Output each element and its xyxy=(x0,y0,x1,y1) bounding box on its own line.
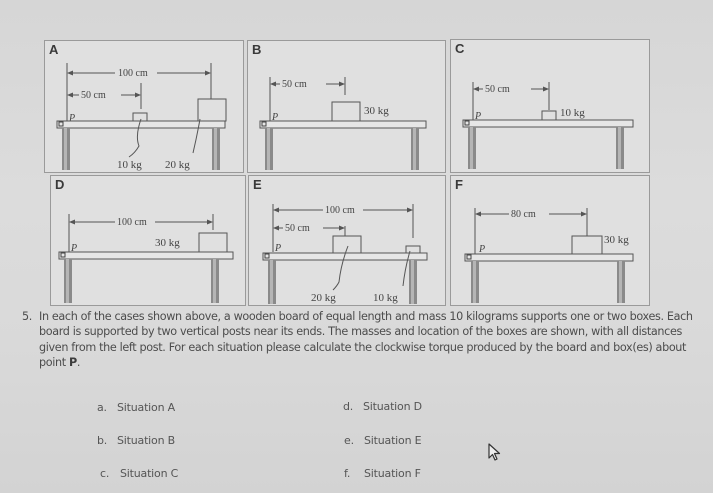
mouse-cursor-icon xyxy=(488,443,501,461)
svg-text:P: P xyxy=(474,111,481,122)
svg-text:50 cm: 50 cm xyxy=(282,79,307,90)
diagram-f: 80 cm 30 kg P xyxy=(464,208,634,303)
panel-situation-a: A 100 cm 50 cm P 10 kg 20 kg xyxy=(44,40,244,173)
panel-situation-b: B 50 cm 30 kg P xyxy=(247,40,446,173)
option-a: a.Situation A xyxy=(97,401,175,414)
panel-label: F xyxy=(455,177,463,192)
diagram-b: 50 cm 30 kg P xyxy=(259,77,427,170)
question-number: 5. xyxy=(22,310,32,323)
svg-text:50 cm: 50 cm xyxy=(285,223,310,234)
option-b: b.Situation B xyxy=(97,434,175,447)
svg-text:30 kg: 30 kg xyxy=(155,237,180,249)
diagram-a: 100 cm 50 cm P 10 kg 20 kg xyxy=(56,63,227,171)
panel-situation-c: C 50 cm 10 kg P xyxy=(450,39,650,173)
panel-situation-e: E 100 cm 50 cm P 20 kg 10 kg xyxy=(248,175,446,306)
panel-situation-d: D 100 cm 30 kg P xyxy=(50,175,246,306)
option-f: f.Situation F xyxy=(344,467,421,480)
option-d: d.Situation D xyxy=(343,400,422,413)
svg-text:50 cm: 50 cm xyxy=(81,90,106,101)
svg-text:20 kg: 20 kg xyxy=(165,159,190,171)
option-e: e.Situation E xyxy=(344,434,422,447)
panel-situation-f: F 80 cm 30 kg P xyxy=(450,175,650,306)
svg-text:100 cm: 100 cm xyxy=(325,205,355,216)
svg-text:P: P xyxy=(478,244,485,255)
diagram-e: 100 cm 50 cm P 20 kg 10 kg xyxy=(262,204,428,304)
panel-label: C xyxy=(455,41,465,56)
option-c: c.Situation C xyxy=(100,467,179,480)
svg-text:10 kg: 10 kg xyxy=(117,159,142,171)
svg-text:100 cm: 100 cm xyxy=(117,217,147,228)
diagram-c: 50 cm 10 kg P xyxy=(462,82,634,169)
panel-label: A xyxy=(49,42,59,57)
question-text: In each of the cases shown above, a wood… xyxy=(39,310,693,370)
svg-text:10 kg: 10 kg xyxy=(560,107,585,119)
svg-text:30 kg: 30 kg xyxy=(364,105,389,117)
svg-text:20 kg: 20 kg xyxy=(311,292,336,304)
panel-label: D xyxy=(55,177,65,192)
svg-text:10 kg: 10 kg xyxy=(373,292,398,304)
panel-label: B xyxy=(252,42,262,57)
panel-label: E xyxy=(253,177,262,192)
diagram-d: 100 cm 30 kg P xyxy=(58,214,234,303)
svg-text:100 cm: 100 cm xyxy=(118,68,148,79)
svg-text:P: P xyxy=(274,243,281,254)
svg-text:P: P xyxy=(68,113,75,124)
question-5: 5. In each of the cases shown above, a w… xyxy=(22,309,702,371)
point-p: P xyxy=(69,356,77,370)
svg-text:50 cm: 50 cm xyxy=(485,84,510,95)
svg-text:P: P xyxy=(271,112,278,123)
svg-text:80 cm: 80 cm xyxy=(511,209,536,220)
svg-text:P: P xyxy=(70,243,77,254)
svg-text:30 kg: 30 kg xyxy=(604,234,629,246)
